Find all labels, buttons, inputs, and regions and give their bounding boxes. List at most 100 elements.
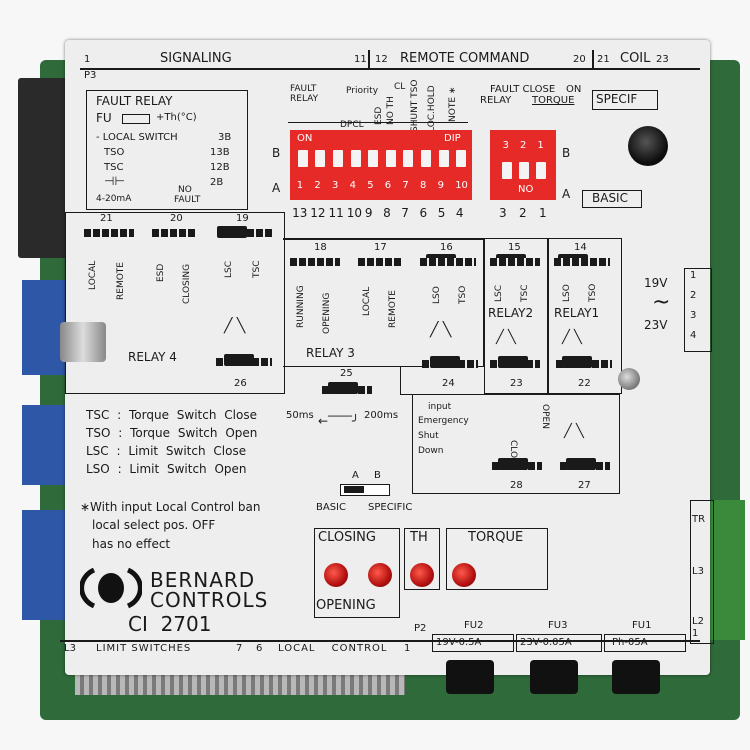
relay4-esd: ESD [156, 263, 166, 282]
main-dip-toggle-6[interactable] [385, 150, 396, 167]
jumper-21[interactable] [84, 229, 134, 237]
footer-l3: L3 [64, 643, 76, 654]
buzzer-component [628, 126, 668, 166]
small-dip-switch-row [498, 162, 550, 182]
ma-label: 4-20mA [96, 194, 132, 204]
esd-shut: Shut [418, 431, 439, 441]
header-remote-command: REMOTE COMMAND [400, 51, 530, 66]
relay3-opening: OPENING [322, 292, 332, 334]
led-opening-label: OPENING [316, 598, 376, 613]
legend-tsc: TSC : Torque Switch Close [86, 408, 257, 422]
legend-note-3: has no effect [92, 537, 171, 551]
relay3-running: RUNNING [296, 285, 306, 328]
header-pin-21: 21 [597, 54, 610, 65]
main-dip-number: 7 [402, 180, 409, 191]
capacitor-icon: ⊣⊢ [104, 174, 125, 188]
main-dip-toggle-4[interactable] [350, 150, 361, 167]
left-blue-connector-2 [22, 405, 66, 485]
mode-basic: BASIC [316, 502, 346, 513]
relay1-j14: 14 [574, 242, 587, 253]
main-dip-pin: 9 [364, 206, 373, 220]
main-dip-toggle-9[interactable] [438, 150, 449, 167]
fault-label: FAULT [174, 195, 201, 205]
jumper-18[interactable] [290, 258, 340, 266]
jumper-19-cap[interactable] [217, 226, 247, 238]
legend-note-1: ∗With input Local Control ban [80, 500, 261, 514]
main-dip-toggle-7[interactable] [403, 150, 414, 167]
relay1-lso: LSO [562, 284, 572, 302]
right-terminal-one: 1 [692, 628, 699, 639]
main-dip-number: 10 [455, 180, 468, 191]
footer-pin-1: 1 [404, 643, 411, 654]
relay3-top-rule [283, 238, 483, 240]
jumper-22-cap[interactable] [562, 356, 592, 368]
small-dip-toggle-1[interactable] [536, 162, 547, 179]
jumper-28-cap[interactable] [498, 458, 528, 470]
led-torque [452, 563, 476, 587]
header-pin-12: 12 [375, 54, 388, 65]
dip-label-no-th: NO TH [386, 96, 396, 125]
relay1-label: RELAY1 [554, 306, 600, 320]
legend-tso: TSO : Torque Switch Open [86, 426, 258, 440]
supply-pin-4: 4 [690, 330, 697, 341]
relay3-remote: REMOTE [388, 290, 398, 328]
relay2-j15: 15 [508, 242, 521, 253]
main-dip-switch-row [294, 150, 470, 170]
jumper-23-cap[interactable] [498, 356, 528, 368]
dip-label-loc-hold: LOC.HOLD [427, 85, 437, 132]
relay2-switch-icon: ╱ ╲ [496, 330, 516, 345]
jumper-24-cap[interactable] [430, 356, 460, 368]
relay4-local: LOCAL [88, 260, 98, 290]
legend-lsc: LSC : Limit Switch Close [86, 444, 247, 458]
main-dip-toggle-2[interactable] [315, 150, 326, 167]
esd-j28: 28 [510, 480, 523, 491]
dip-label-note: NOTE ∗ [448, 86, 458, 122]
main-dip-pin: 4 [455, 206, 464, 220]
small-dip-toggle-2[interactable] [519, 162, 529, 179]
esd-j27: 27 [578, 480, 591, 491]
jumper-26-cap[interactable] [224, 354, 254, 366]
supply-pin-1: 1 [690, 270, 697, 281]
jumper-17[interactable] [358, 258, 402, 266]
header-rule [80, 68, 700, 70]
main-dip-toggle-1[interactable] [297, 150, 308, 167]
mode-slide-knob [344, 486, 364, 493]
fault-relay-title: FAULT RELAY [96, 94, 173, 108]
main-dip-toggle-10[interactable] [456, 150, 467, 167]
main-dip-toggle-3[interactable] [333, 150, 343, 167]
jumper-15-pins [490, 258, 540, 266]
main-dip-pin: 13 [292, 206, 308, 220]
relay3-local: LOCAL [362, 286, 372, 316]
delay-arrow-icon: ←‾‾‾‾╯ [318, 414, 360, 428]
main-dip-toggle-8[interactable] [421, 150, 431, 167]
small-dip-pin: 3 [499, 206, 507, 220]
main-dip-toggle-5[interactable] [368, 150, 379, 167]
footer-fu2-rating: 19V-0.5A [436, 637, 482, 648]
relay4-label: RELAY 4 [128, 350, 177, 364]
dip-label-priority: Priority [346, 86, 379, 96]
brand-model: CI 2701 [128, 612, 212, 636]
header-coil: COIL [620, 51, 651, 66]
jumper-20[interactable] [152, 229, 196, 237]
small-dip-number: 2 [520, 140, 527, 151]
header-pin-20: 20 [573, 54, 586, 65]
brand-name-1: BERNARD [150, 568, 256, 592]
fault-relay-th: +Th(°C) [156, 112, 197, 123]
relay1-tso: TSO [588, 283, 598, 302]
delay-50ms: 50ms [286, 410, 314, 421]
esd-down: Down [418, 446, 444, 456]
small-dip-number: 1 [537, 140, 544, 151]
fault-relay-fu: FU [96, 111, 112, 125]
footer-rule [60, 640, 700, 642]
jumper-25-cap[interactable] [328, 382, 358, 394]
header-divider-1 [368, 50, 370, 68]
small-dip-toggle-3[interactable] [501, 162, 512, 179]
relay3-j17: 17 [374, 242, 387, 253]
left-blue-connector-3 [22, 510, 66, 620]
main-dip-pin: 5 [437, 206, 446, 220]
main-dip-number: 8 [420, 180, 427, 191]
jumper-27-cap[interactable] [566, 458, 596, 470]
supply-tilde: ~ [652, 290, 671, 315]
